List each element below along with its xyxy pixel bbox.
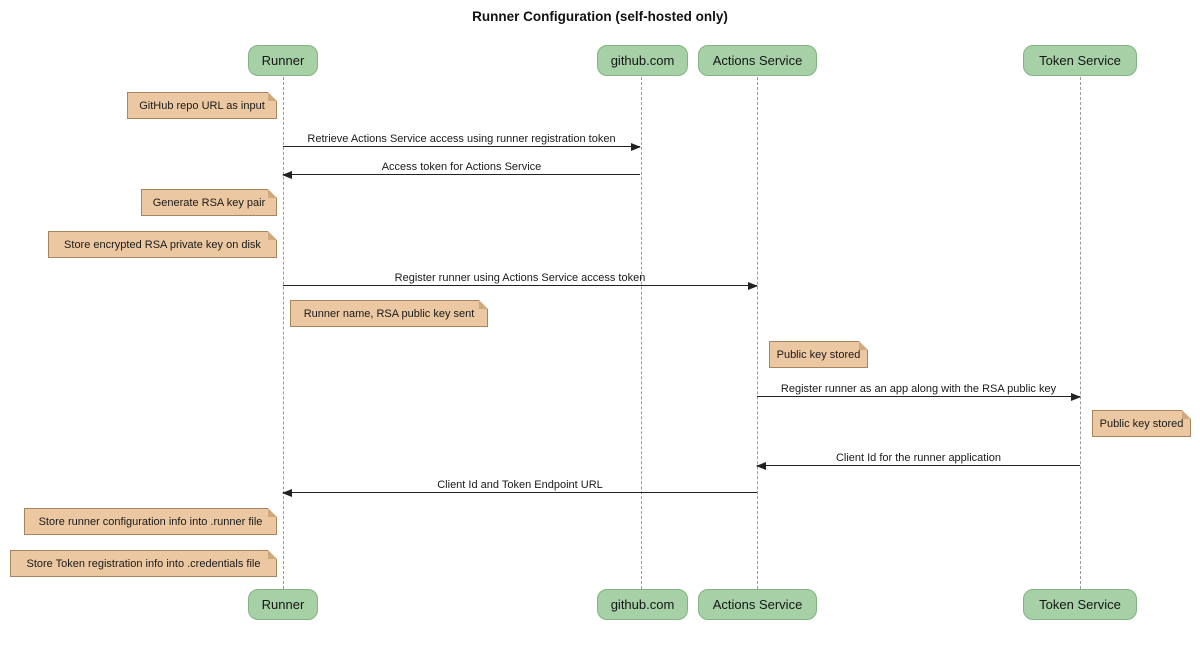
message-label: Retrieve Actions Service access using ru…	[307, 133, 616, 145]
message-line	[283, 174, 640, 175]
note-generate-rsa-key: Generate RSA key pair	[141, 189, 277, 216]
note-store-credentials-file: Store Token registration info into .cred…	[10, 550, 277, 577]
lifeline-github-com	[641, 77, 642, 589]
participant-runner-top: Runner	[248, 45, 318, 76]
arrowhead-left-icon	[756, 462, 766, 470]
message-line	[283, 146, 640, 147]
note-github-repo-url: GitHub repo URL as input	[127, 92, 277, 119]
note-store-private-key: Store encrypted RSA private key on disk	[48, 231, 277, 258]
message-client-id-endpoint: Client Id and Token Endpoint URL	[282, 476, 757, 497]
participant-github-com-bottom: github.com	[597, 589, 688, 620]
message-register-runner-app: Register runner as an app along with the…	[757, 380, 1081, 401]
participant-token-service-top: Token Service	[1023, 45, 1137, 76]
lifeline-actions-service	[757, 77, 758, 589]
message-label: Register runner as an app along with the…	[780, 383, 1057, 395]
arrowhead-right-icon	[748, 282, 758, 290]
participant-actions-service-top: Actions Service	[698, 45, 817, 76]
arrowhead-left-icon	[282, 171, 292, 179]
message-line	[283, 492, 757, 493]
note-public-key-stored-token: Public key stored	[1092, 410, 1191, 437]
message-client-id-returned: Client Id for the runner application	[756, 449, 1080, 470]
lifeline-runner	[283, 77, 284, 589]
participant-token-service-bottom: Token Service	[1023, 589, 1137, 620]
message-label: Client Id for the runner application	[835, 452, 1002, 464]
message-label: Register runner using Actions Service ac…	[394, 272, 646, 284]
message-line	[283, 285, 757, 286]
diagram-title: Runner Configuration (self-hosted only)	[472, 9, 728, 24]
arrowhead-right-icon	[1071, 393, 1081, 401]
message-label: Client Id and Token Endpoint URL	[437, 479, 603, 491]
message-access-token-returned: Access token for Actions Service	[282, 158, 640, 179]
message-line	[757, 396, 1080, 397]
arrowhead-right-icon	[631, 143, 641, 151]
note-public-key-stored-actions: Public key stored	[769, 341, 868, 368]
message-retrieve-actions-access: Retrieve Actions Service access using ru…	[283, 130, 641, 151]
participant-github-com-top: github.com	[597, 45, 688, 76]
message-line	[757, 465, 1080, 466]
note-runner-name-sent: Runner name, RSA public key sent	[290, 300, 488, 327]
participant-runner-bottom: Runner	[248, 589, 318, 620]
message-register-runner: Register runner using Actions Service ac…	[283, 269, 758, 290]
lifeline-token-service	[1080, 77, 1081, 589]
participant-actions-service-bottom: Actions Service	[698, 589, 817, 620]
arrowhead-left-icon	[282, 489, 292, 497]
message-label: Access token for Actions Service	[381, 161, 542, 173]
note-store-runner-file: Store runner configuration info into .ru…	[24, 508, 277, 535]
